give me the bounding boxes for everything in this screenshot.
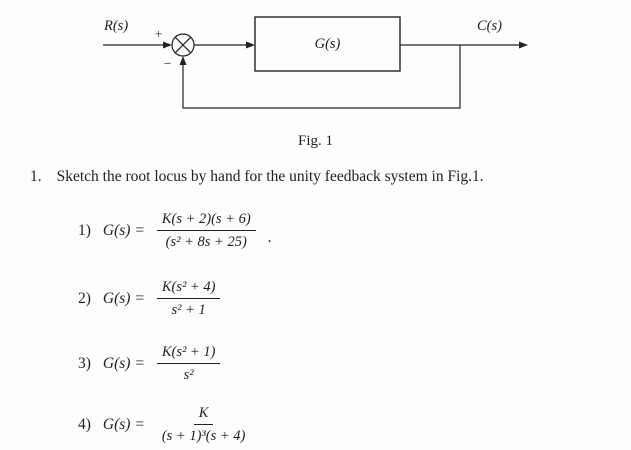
summing-junction-icon: [171, 33, 195, 57]
numerator: K(s² + 4): [156, 278, 221, 300]
gofs-label: G(s) =: [102, 221, 145, 239]
problem-number: 1.: [30, 168, 42, 185]
transfer-function-item-2: 2) G(s) = K(s² + 4) s² + 1: [78, 278, 221, 319]
fraction: K (s + 1)³(s + 4): [157, 404, 251, 445]
problem-statement: 1. Sketch the root locus by hand for the…: [30, 168, 484, 186]
numerator: K(s + 2)(s + 6): [156, 210, 256, 232]
output-arrow: [400, 41, 528, 49]
gofs-label: G(s) =: [102, 415, 145, 433]
input-signal-label: R(s): [104, 18, 129, 34]
denominator: (s + 1)³(s + 4): [161, 428, 246, 445]
item-number: 2): [78, 289, 91, 307]
plant-block-label: G(s): [314, 35, 341, 52]
minus-sign: −: [164, 56, 172, 71]
problem-text: Sketch the root locus by hand for the un…: [56, 168, 484, 185]
item-number: 4): [78, 415, 91, 433]
item-number: 3): [78, 354, 91, 372]
numerator: K: [193, 404, 214, 426]
denominator: s² + 1: [171, 302, 206, 319]
item-number: 1): [78, 221, 91, 239]
gofs-label: G(s) =: [102, 354, 145, 372]
plus-sign: +: [155, 26, 163, 41]
feedback-line: [179, 45, 461, 109]
denominator: (s² + 8s + 25): [165, 234, 247, 251]
fraction: K(s² + 1) s²: [156, 343, 221, 384]
fraction: K(s² + 4) s² + 1: [156, 278, 221, 319]
input-arrow: [103, 41, 172, 49]
fraction: K(s + 2)(s + 6) (s² + 8s + 25): [156, 210, 256, 251]
plant-block-rect: [254, 16, 401, 72]
figure-caption: Fig. 1: [297, 133, 333, 149]
numerator: K(s² + 1): [156, 343, 221, 365]
gofs-label: G(s) =: [102, 289, 145, 307]
junction-to-block-arrow: [194, 41, 255, 49]
sentence-period: .: [267, 229, 272, 247]
output-signal-label: C(s): [477, 18, 502, 34]
block-diagram: [103, 16, 528, 109]
transfer-function-item-3: 3) G(s) = K(s² + 1) s²: [78, 343, 221, 384]
denominator: s²: [183, 367, 194, 384]
transfer-function-item-1: 1) G(s) = K(s + 2)(s + 6) (s² + 8s + 25)…: [78, 210, 272, 251]
transfer-function-item-4: 4) G(s) = K (s + 1)³(s + 4): [78, 404, 250, 445]
